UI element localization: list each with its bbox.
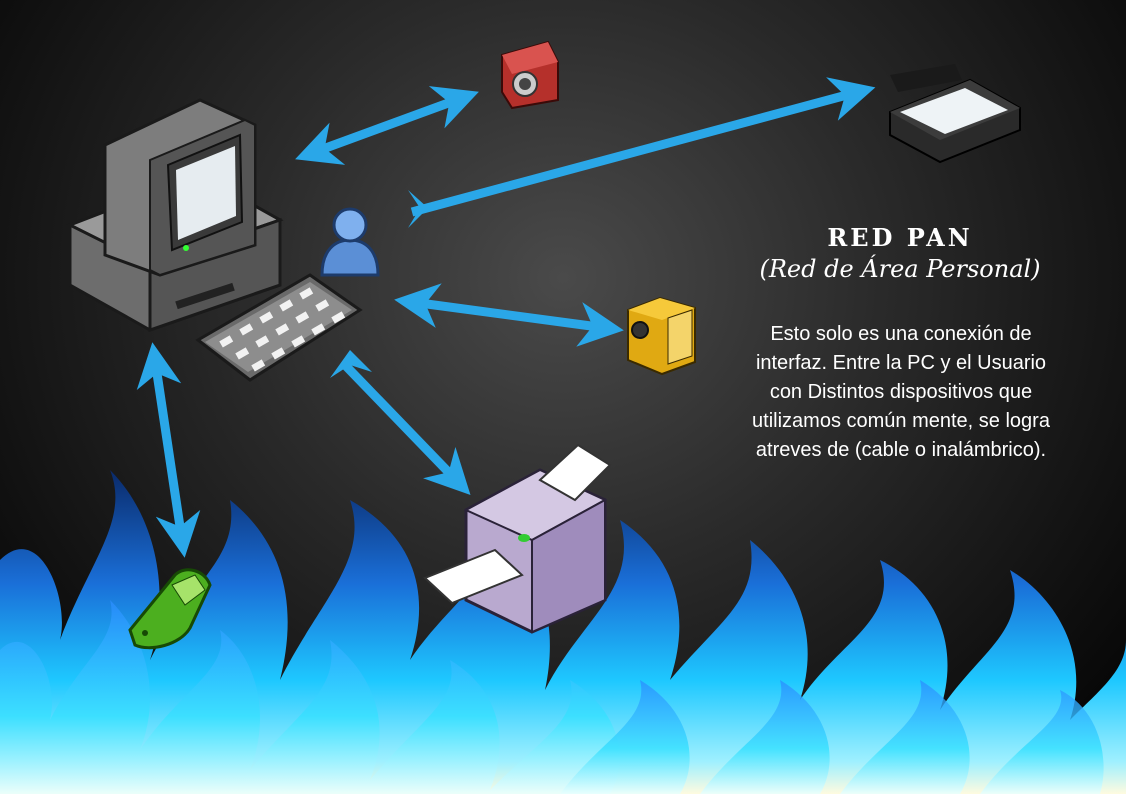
keyboard-icon xyxy=(195,273,363,382)
scanner-icon xyxy=(889,64,1021,164)
flame-background xyxy=(0,470,1126,794)
diagram-subtitle: (Red de Área Personal) xyxy=(759,255,1041,283)
diagram-title-block: RED PAN (Red de Área Personal) xyxy=(735,222,1065,284)
arrow-keyboard-printer xyxy=(341,361,471,495)
mobile-phone-icon xyxy=(128,568,212,650)
arrow-computer-phone xyxy=(136,342,201,558)
diagram-description: Esto solo es una conexión de interfaz. E… xyxy=(752,323,1050,461)
printer-icon xyxy=(423,443,612,634)
desktop-computer-icon xyxy=(66,98,284,333)
arrow-tail-user xyxy=(408,190,428,228)
camera-icon xyxy=(501,40,559,110)
connection-arrows xyxy=(136,77,876,558)
arrow-user-scanner xyxy=(410,77,876,217)
arrow-computer-camera xyxy=(295,86,479,165)
user-icon xyxy=(320,207,380,277)
arrow-tail-keyboard xyxy=(330,350,372,378)
camcorder-icon xyxy=(627,296,696,376)
arrow-user-camcorder xyxy=(394,283,624,347)
diagram-title: RED PAN xyxy=(827,223,973,252)
